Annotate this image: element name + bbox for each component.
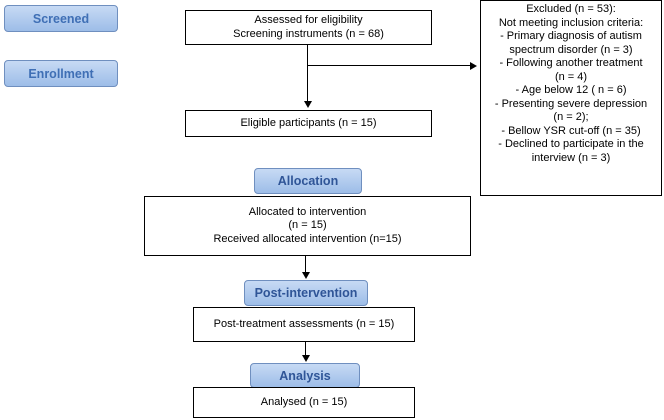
assessed-line1: Assessed for eligibility — [254, 14, 363, 26]
excluded-line: - Primary diagnosis of autism — [500, 30, 642, 42]
arrow-to-excluded — [470, 62, 477, 70]
stage-post-intervention: Post-intervention — [244, 280, 368, 306]
connector-post-analysis — [305, 342, 307, 356]
excluded-line: Not meeting inclusion criteria: — [498, 16, 644, 29]
arrow-to-analysis — [302, 355, 310, 362]
connector-assessed-eligible — [307, 45, 309, 103]
excluded-title: Excluded (n = 53): — [526, 3, 616, 15]
stage-analysis: Analysis — [250, 363, 360, 388]
allocated-box: Allocated to intervention (n = 15) Recei… — [144, 196, 471, 256]
post-treatment-box: Post-treatment assessments (n = 15) — [193, 307, 415, 342]
excluded-line: interview (n = 3) — [531, 151, 611, 164]
eligible-box: Eligible participants (n = 15) — [185, 110, 432, 137]
stage-screened: Screened — [4, 5, 118, 32]
arrow-to-eligible — [304, 101, 312, 108]
analysed-box: Analysed (n = 15) — [193, 387, 415, 418]
excluded-line: - Bellow YSR cut-off (n = 35) — [501, 124, 641, 137]
connector-to-excluded — [308, 65, 471, 67]
eligible-text: Eligible participants (n = 15) — [240, 116, 377, 129]
allocated-line2: (n = 15) — [288, 219, 327, 232]
analysed-text: Analysed (n = 15) — [260, 395, 348, 408]
excluded-line: - Following another treatment — [499, 57, 643, 69]
assessed-box: Assessed for eligibility Screening instr… — [185, 10, 432, 45]
excluded-line: - Presenting severe depression — [494, 97, 648, 110]
post-treatment-text: Post-treatment assessments (n = 15) — [213, 317, 395, 330]
connector-allocated-post — [305, 256, 307, 274]
arrow-to-post — [302, 272, 310, 279]
allocated-line3: Received allocated intervention (n=15) — [213, 232, 402, 245]
excluded-line: - Age below 12 ( n = 6) — [515, 84, 627, 96]
excluded-line: spectrum disorder (n = 3) — [509, 43, 633, 56]
stage-allocation: Allocation — [254, 168, 362, 194]
excluded-line: - Declined to participate in the — [498, 138, 644, 150]
excluded-line: (n = 4) — [554, 70, 588, 83]
excluded-box: Excluded (n = 53): Not meeting inclusion… — [480, 0, 662, 196]
stage-enrollment: Enrollment — [4, 60, 118, 87]
assessed-line2: Screening instruments (n = 68) — [233, 27, 384, 40]
allocated-line1: Allocated to intervention — [248, 205, 367, 218]
excluded-line: (n = 2); — [553, 111, 589, 123]
